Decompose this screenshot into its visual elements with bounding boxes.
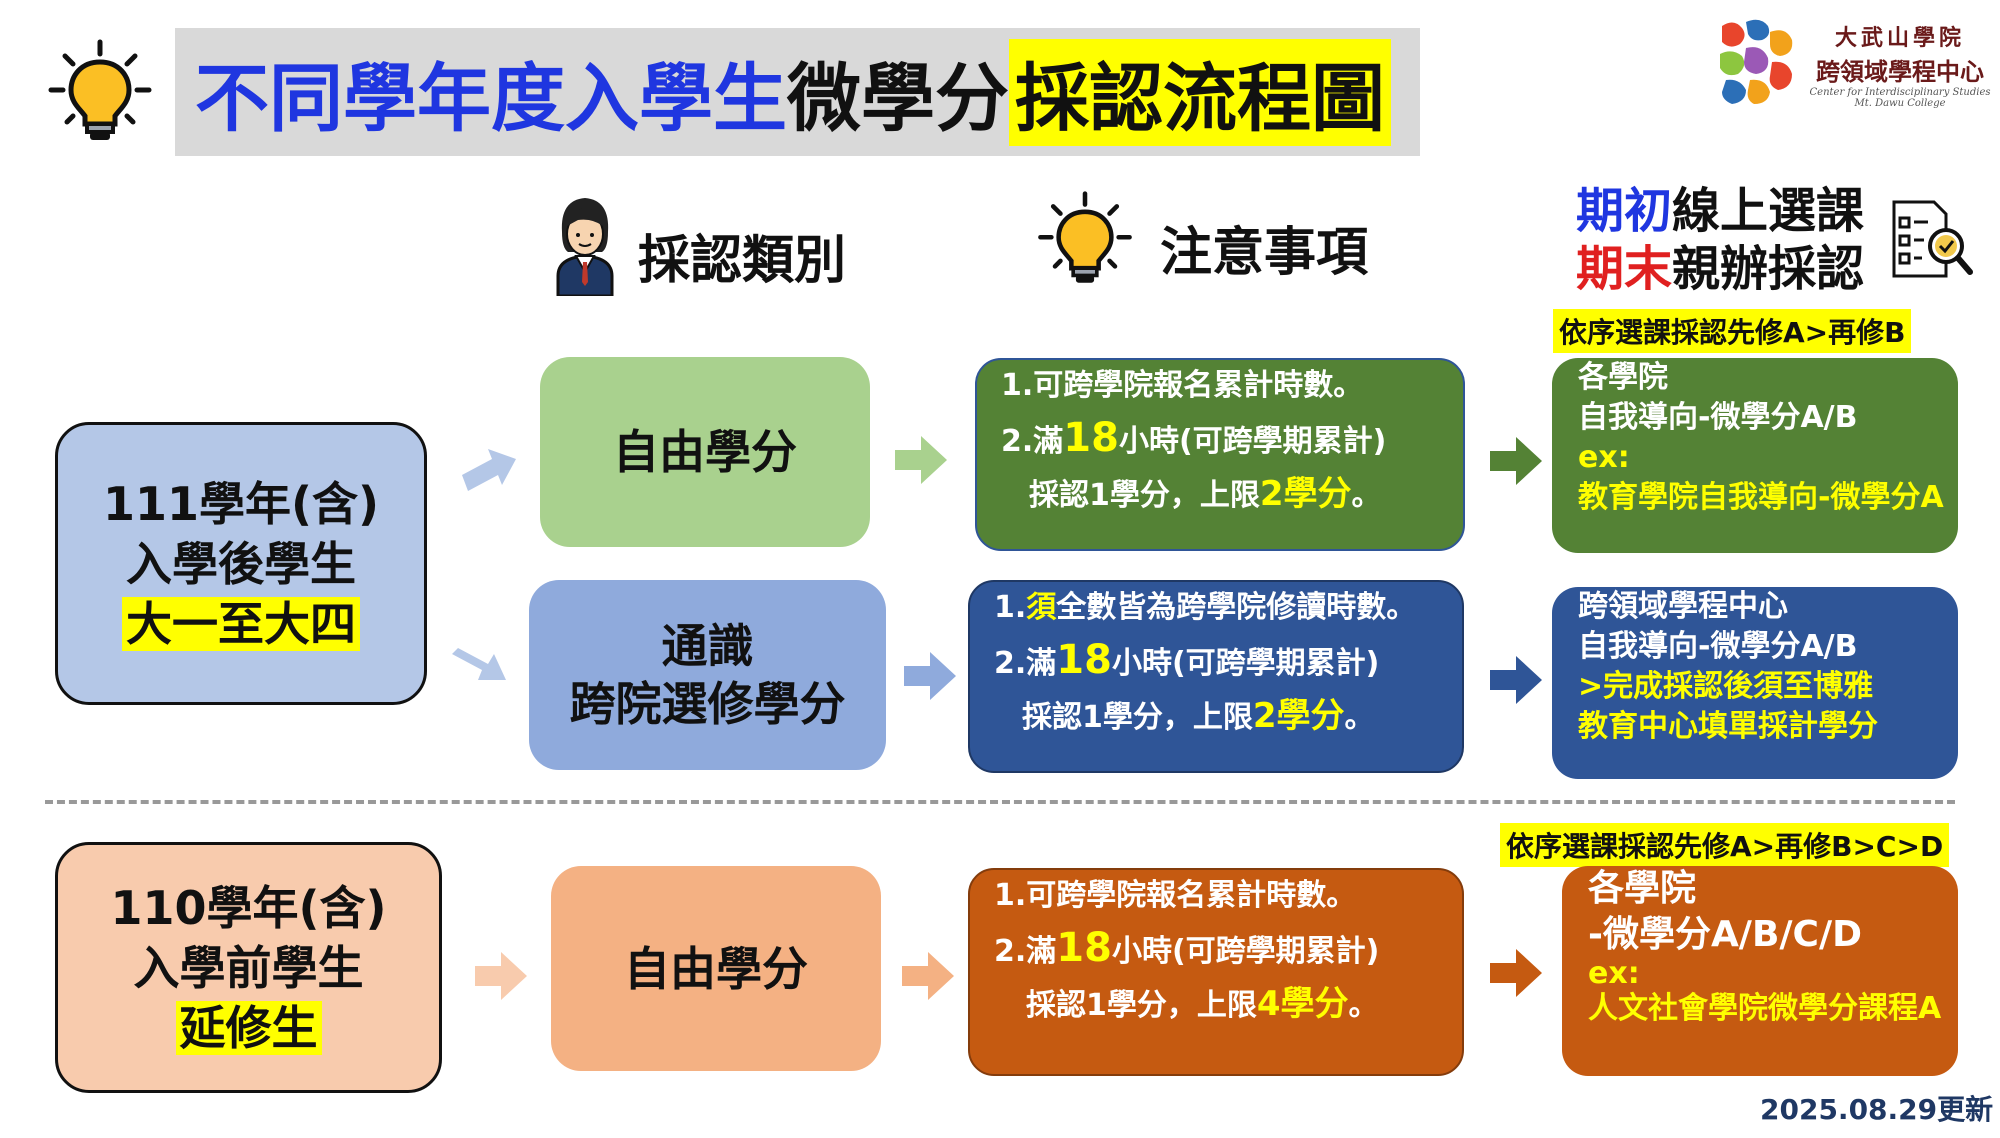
group-110-line1: 110學年(含): [110, 880, 387, 935]
checklist-magnifier-icon: [1892, 200, 1973, 278]
note2-line1c: 全數皆為跨學院修讀時數。: [1056, 590, 1417, 625]
result3-line2: -微學分A/B/C/D: [1588, 914, 1862, 955]
note1-line2c: 小時(可跨學期累計): [1118, 424, 1387, 459]
header-note: 注意事項: [1160, 223, 1369, 283]
note1-line3b: 2學分: [1259, 474, 1352, 514]
note2-line2a: 2.滿: [994, 646, 1057, 681]
note3-line1: 1.可跨學院報名累計時數。: [994, 878, 1357, 913]
group-110-line2: 入學前學生: [133, 940, 364, 995]
arrow-icon: [462, 449, 516, 491]
group-111-line2: 入學後學生: [126, 536, 356, 591]
note3-line2b: 18: [1056, 925, 1112, 971]
note3-line2c: 小時(可跨學期累計): [1111, 934, 1380, 969]
note-general-education: 1.須全數皆為跨學院修讀時數。 2.滿18小時(可跨學期累計) 採認1學分，上限…: [968, 580, 1464, 773]
note2-line1a: 1.: [994, 590, 1027, 625]
logo-line1: 大武山學院: [1834, 25, 1965, 51]
category-general-line1: 通識: [661, 619, 754, 673]
header-sel-b2: 親辦採認: [1672, 241, 1865, 297]
logo-line2: 跨領域學程中心: [1816, 57, 1984, 86]
result2-line4: 教育中心填單採計學分: [1578, 709, 1878, 744]
result2-line3: >完成採認後須至博雅: [1578, 669, 1874, 704]
title-part1: 不同學年度入學生: [195, 55, 787, 142]
result1-line4: 教育學院自我導向-微學分A: [1578, 480, 1944, 515]
order-note-top: 依序選課採認先修A>再修B: [1553, 309, 1912, 353]
arrow-icon: [475, 952, 527, 1000]
header-type: 採認類別: [638, 231, 847, 291]
arrow-icon: [895, 436, 947, 484]
logo-text: 大武山學院 跨領域學程中心 Center for Interdisciplina…: [1802, 20, 1998, 109]
arrow-icon: [1490, 437, 1542, 485]
arrow-icon: [1490, 949, 1542, 997]
group-111: 111學年(含) 入學後學生 大一至大四: [55, 422, 427, 705]
note2-line2b: 18: [1056, 637, 1112, 683]
arrow-icon: [902, 952, 954, 1000]
lightbulb-icon: [48, 39, 152, 140]
note1-line3a: 採認1學分，上限: [1029, 478, 1260, 513]
arrow-icon: [904, 652, 956, 700]
header-sel-a2: 線上選課: [1672, 183, 1865, 239]
result1-line2: 自我導向-微學分A/B: [1578, 400, 1858, 435]
note3-line3a: 採認1學分，上限: [1026, 988, 1257, 1023]
note3-line3c: 。: [1348, 988, 1379, 1023]
result2-line2: 自我導向-微學分A/B: [1578, 629, 1858, 664]
note2-line3b: 2學分: [1252, 696, 1345, 736]
result3-line4: 人文社會學院微學分課程A: [1588, 991, 1942, 1026]
section-divider: [45, 800, 1955, 804]
title-part2: 微學分: [787, 55, 1009, 142]
logo-line3: Center for Interdisciplinary Studies: [1809, 87, 1991, 98]
header-selection: 期初線上選課 期末親辦採認: [1576, 182, 1864, 298]
result1-line3: ex:: [1578, 440, 1630, 475]
note-free-credit-111: 1.可跨學院報名累計時數。 2.滿18小時(可跨學期累計) 採認1學分，上限2學…: [975, 358, 1465, 551]
page-title: 不同學年度入學生 微學分 採認流程圖: [195, 38, 1391, 146]
lightbulb-icon: [1038, 191, 1132, 283]
category-free-credit-label: 自由學分: [613, 425, 797, 479]
header-sel-b1: 期末: [1576, 241, 1673, 297]
title-part3: 採認流程圖: [1009, 38, 1391, 146]
updated-date: 2025.08.29更新: [1760, 1093, 1994, 1126]
note1-line3c: 。: [1351, 478, 1382, 513]
group-111-line3: 大一至大四: [122, 596, 360, 651]
note3-line2a: 2.滿: [994, 934, 1057, 969]
order-note-bottom: 依序選課採認先修A>再修B>C>D: [1500, 823, 1950, 867]
note1-line2a: 2.滿: [1001, 424, 1064, 459]
arrow-icon: [452, 648, 506, 680]
category-general-education: 通識 跨院選修學分: [529, 580, 886, 770]
note3-line3b: 4學分: [1256, 984, 1349, 1024]
header-sel-a1: 期初: [1576, 183, 1673, 239]
note2-line1b: 須: [1026, 590, 1057, 625]
result1-line1: 各學院: [1578, 360, 1668, 395]
note2-line3c: 。: [1344, 700, 1375, 735]
logo-mark: [1720, 19, 1793, 104]
result-college-microcredit-abcd: 各學院 -微學分A/B/C/D ex: 人文社會學院微學分課程A: [1562, 866, 1958, 1076]
result-interdisciplinary-center: 跨領域學程中心 自我導向-微學分A/B >完成採認後須至博雅 教育中心填單採計學…: [1552, 587, 1958, 779]
student-avatar-icon: [556, 198, 614, 296]
category-free-credit: 自由學分: [540, 357, 870, 547]
note2-line2c: 小時(可跨學期累計): [1111, 646, 1380, 681]
note-free-credit-110: 1.可跨學院報名累計時數。 2.滿18小時(可跨學期累計) 採認1學分，上限4學…: [968, 868, 1464, 1076]
logo-line4: Mt. Dawu College: [1854, 98, 1946, 109]
category-free-credit-110-label: 自由學分: [624, 941, 808, 996]
result-college-microcredit: 各學院 自我導向-微學分A/B ex: 教育學院自我導向-微學分A: [1552, 358, 1958, 553]
category-free-credit-110: 自由學分: [551, 866, 881, 1071]
note1-line2b: 18: [1063, 415, 1119, 461]
group-111-line1: 111學年(含): [102, 476, 380, 531]
group-110-line3: 延修生: [175, 1000, 322, 1055]
category-general-line2: 跨院選修學分: [569, 677, 846, 731]
group-110: 110學年(含) 入學前學生 延修生: [55, 842, 442, 1093]
result3-line1: 各學院: [1588, 868, 1697, 909]
note2-line3a: 採認1學分，上限: [1022, 700, 1253, 735]
result2-line1: 跨領域學程中心: [1578, 589, 1788, 624]
note1-line1: 1.可跨學院報名累計時數。: [1001, 368, 1364, 403]
result3-line3: ex:: [1588, 956, 1640, 991]
arrow-icon: [1490, 656, 1542, 704]
